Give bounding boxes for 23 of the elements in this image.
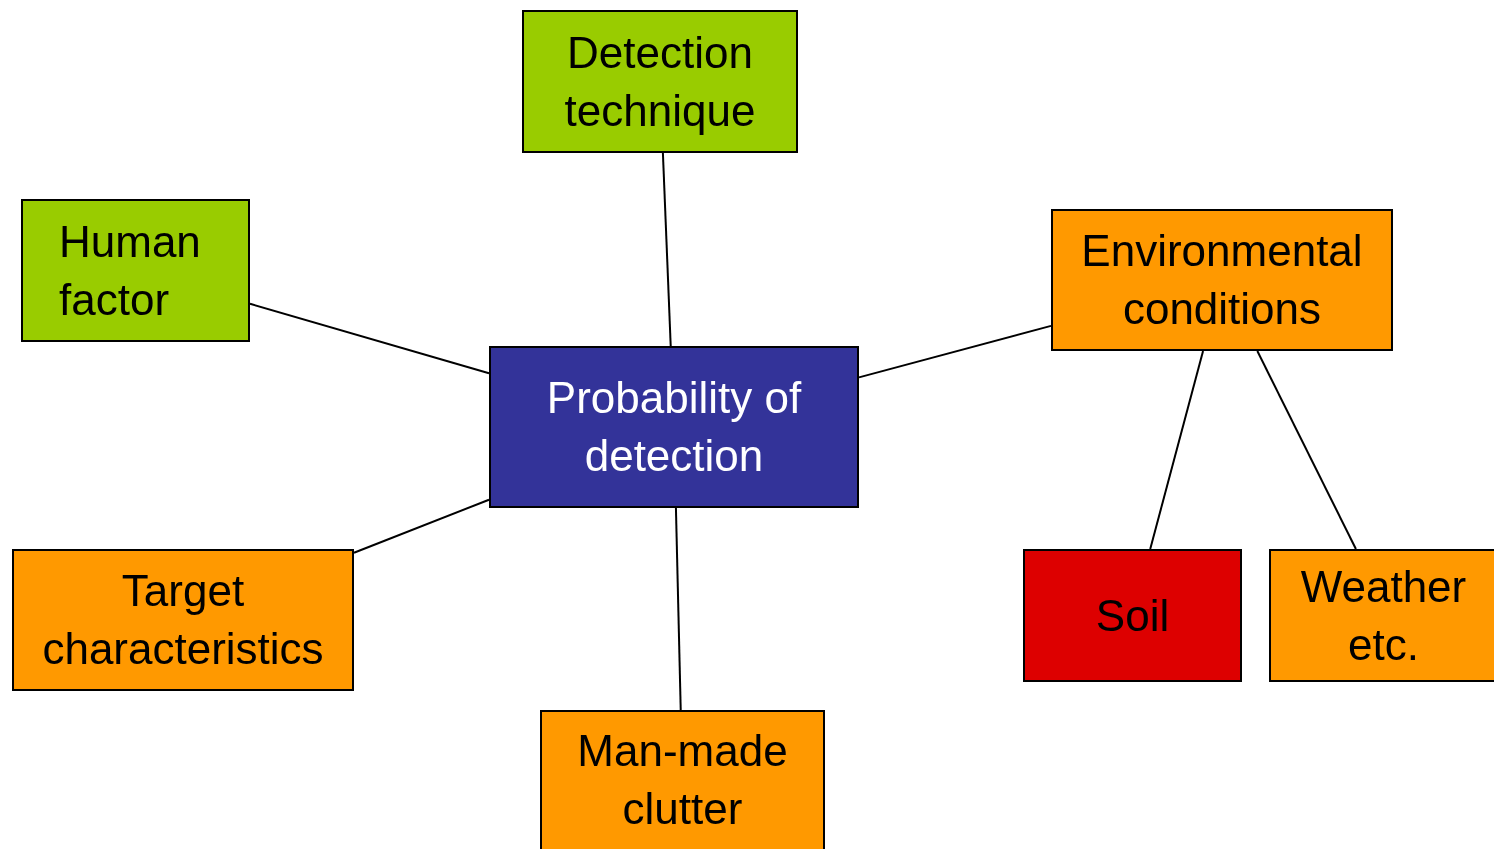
box-label: Detection technique xyxy=(563,26,757,137)
connector-line xyxy=(353,498,490,554)
connector-line xyxy=(661,152,672,347)
box-label: Probability of detection xyxy=(545,372,803,482)
concept-box xyxy=(522,10,798,153)
concept-box xyxy=(1269,549,1494,682)
connector-line xyxy=(249,302,490,375)
box-label: Environmental conditions xyxy=(1080,225,1364,335)
box-label: Man-made clutter xyxy=(576,724,789,835)
box-label: Human factor xyxy=(59,215,202,326)
connector-line xyxy=(1256,350,1357,550)
concept-box xyxy=(489,346,859,508)
connector-line xyxy=(674,507,682,711)
connector-line xyxy=(858,324,1052,379)
concept-box xyxy=(1023,549,1242,682)
concept-box xyxy=(540,710,825,849)
concept-box xyxy=(21,199,250,342)
concept-box xyxy=(12,549,354,691)
connector-line xyxy=(1149,350,1205,550)
box-label: Target characteristics xyxy=(41,565,325,675)
box-label: Weather etc. xyxy=(1299,560,1468,671)
box-label: Soil xyxy=(1095,589,1170,642)
concept-box xyxy=(1051,209,1393,351)
